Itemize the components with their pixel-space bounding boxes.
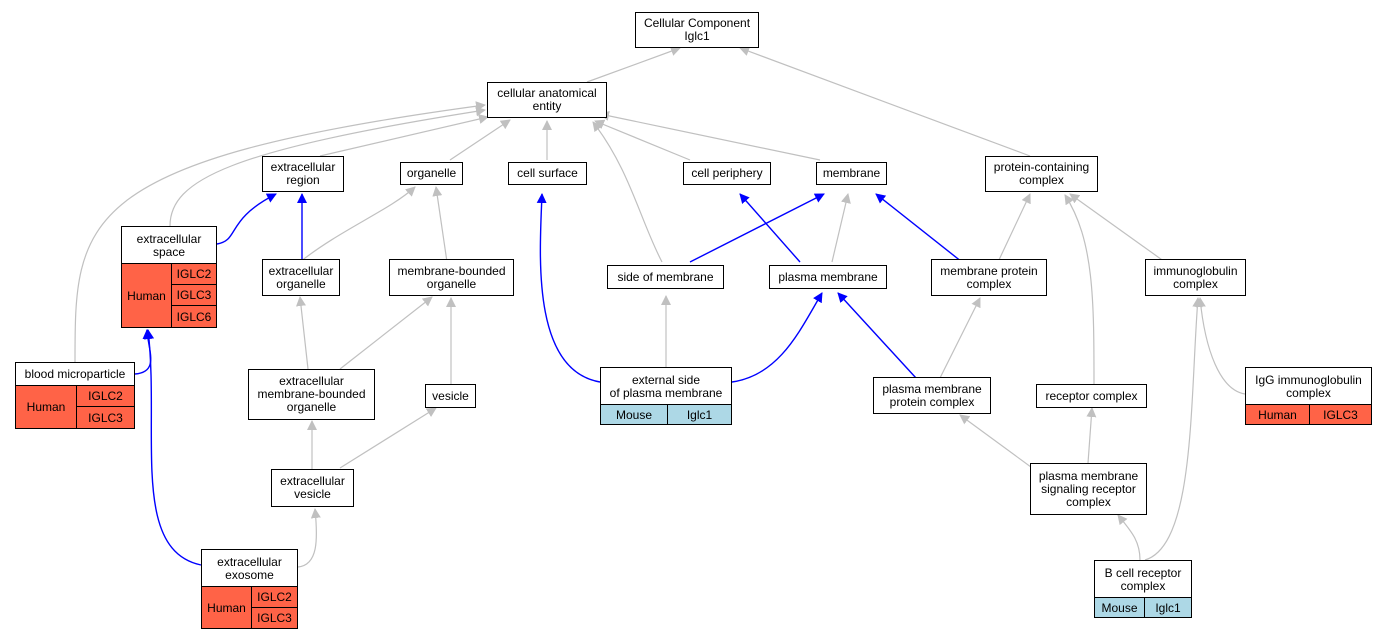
species-human: Human	[1245, 404, 1310, 425]
gene-iglc1: Iglc1	[667, 404, 732, 425]
edge-eo-organelle	[299, 186, 416, 263]
edge-emb-mbo	[339, 296, 433, 370]
edge-mpc-pcc	[997, 193, 1031, 263]
gene-iglc3: IGLC3	[171, 284, 217, 306]
edge-es-cellsurface	[536, 193, 601, 383]
node-b-cell-receptor-complex[interactable]: B cell receptor complex	[1094, 560, 1192, 598]
node-cellular-anatomical-entity[interactable]: cellular anatomical entity	[487, 82, 607, 118]
node-extracellular-exosome[interactable]: extracellular exosome	[201, 549, 298, 587]
node-extracellular-vesicle[interactable]: extracellular vesicle	[271, 469, 354, 507]
edge-membrane-cae	[599, 110, 821, 161]
node-external-side-of-plasma-membrane[interactable]: external side of plasma membrane	[600, 367, 732, 405]
edge-som-membrane	[689, 193, 825, 263]
edge-bmp-cae	[74, 101, 486, 363]
node-plasma-membrane-protein-complex[interactable]: plasma membrane protein complex	[873, 377, 991, 414]
node-extracellular-region[interactable]: extracellular region	[262, 156, 344, 192]
species-human: Human	[201, 586, 252, 629]
edge-igc-pcc	[1069, 193, 1166, 263]
edge-mbo-organelle	[432, 186, 448, 263]
node-immunoglobulin-complex[interactable]: immunoglobulin complex	[1145, 259, 1246, 296]
gene-iglc3: IGLC3	[251, 607, 298, 629]
node-vesicle[interactable]: vesicle	[425, 384, 476, 408]
node-extracellular-space[interactable]: extracellular space	[121, 226, 217, 264]
node-cell-surface[interactable]: cell surface	[508, 162, 587, 185]
edge-rc-pcc	[1064, 194, 1095, 387]
edge-ev-vesicle	[339, 407, 437, 469]
edge-es-pm	[731, 292, 823, 383]
node-membrane[interactable]: membrane	[816, 162, 887, 185]
edge-bcr-pmsrc	[1117, 514, 1141, 561]
node-plasma-membrane[interactable]: plasma membrane	[769, 265, 887, 289]
edge-pmsrc-rc	[1086, 407, 1097, 464]
node-blood-microparticle[interactable]: blood microparticle	[15, 362, 135, 386]
edge-organelle-cae	[449, 119, 511, 161]
node-protein-containing-complex[interactable]: protein-containing complex	[985, 156, 1098, 192]
gene-iglc2: IGLC2	[251, 586, 298, 608]
edge-pmpc-mpc	[939, 297, 981, 379]
gene-iglc2: IGLC2	[76, 385, 135, 407]
species-mouse: Mouse	[600, 404, 668, 425]
edge-pmpc-pm	[837, 292, 917, 379]
gene-iglc1: Iglc1	[1144, 597, 1192, 618]
node-cell-periphery[interactable]: cell periphery	[683, 162, 771, 185]
node-side-of-membrane[interactable]: side of membrane	[607, 265, 724, 289]
species-human: Human	[15, 385, 77, 429]
node-receptor-complex[interactable]: receptor complex	[1036, 384, 1147, 408]
species-human: Human	[121, 263, 172, 328]
species-mouse: Mouse	[1094, 597, 1145, 618]
edge-bcr-igc	[1144, 297, 1203, 561]
edge-mpc-membrane	[875, 193, 963, 263]
edge-emb-eo	[296, 296, 309, 370]
gene-iglc6: IGLC6	[171, 305, 217, 328]
node-igg-immunoglobulin-complex[interactable]: IgG immunoglobulin complex	[1245, 367, 1372, 405]
node-extracellular-organelle[interactable]: extracellular organelle	[262, 259, 340, 296]
node-organelle[interactable]: organelle	[400, 162, 463, 185]
edge-cae-root	[586, 46, 681, 83]
node-extracellular-membrane-bounded-organelle[interactable]: extracellular membrane-bounded organelle	[248, 369, 375, 420]
gene-iglc2: IGLC2	[171, 263, 217, 285]
edge-igg-igc	[1195, 297, 1246, 395]
gene-iglc3: IGLC3	[1309, 404, 1372, 425]
node-membrane-bounded-organelle[interactable]: membrane-bounded organelle	[389, 259, 514, 296]
edge-er-cae	[319, 114, 489, 157]
edge-ecspace-cae	[169, 106, 486, 227]
node-plasma-membrane-signaling-receptor-complex[interactable]: plasma membrane signaling receptor compl…	[1030, 463, 1147, 515]
edge-pcc-root	[739, 46, 1031, 157]
edge-som-cae	[592, 121, 663, 263]
node-membrane-protein-complex[interactable]: membrane protein complex	[931, 259, 1047, 296]
edge-exo-ev	[297, 508, 321, 568]
edge-pmsrc-pmpc	[959, 414, 1036, 471]
edge-ecspace-er	[216, 193, 277, 245]
edge-cellperiphery-cae	[594, 119, 691, 161]
edge-exo-ecspace	[144, 329, 202, 566]
gene-iglc3: IGLC3	[76, 406, 135, 429]
edge-pm-cellperiphery	[739, 193, 801, 263]
edge-pm-membrane	[831, 193, 851, 263]
node-cellular-component-root[interactable]: Cellular Component Iglc1	[635, 12, 759, 48]
